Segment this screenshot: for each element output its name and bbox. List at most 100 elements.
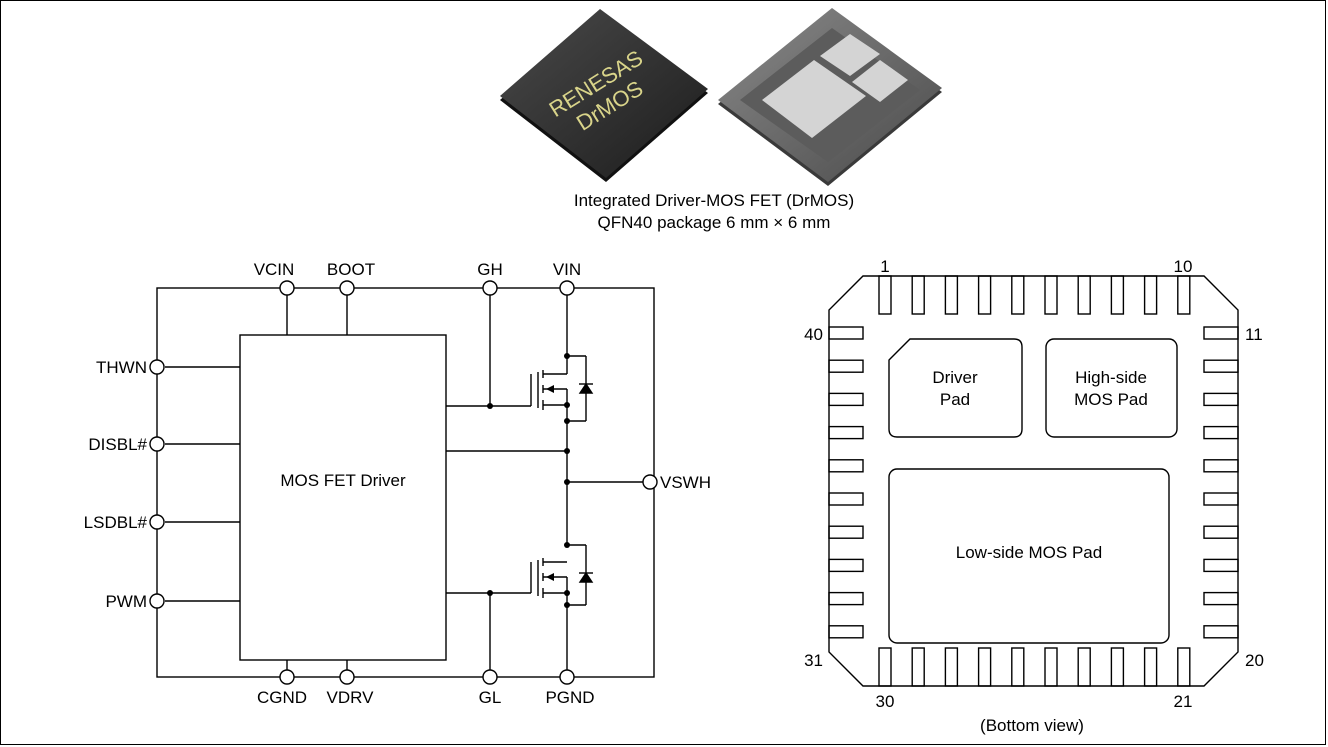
pin-label-vdrv: VDRV	[327, 688, 375, 707]
pad-pin-12	[1203, 359, 1239, 373]
pin-label-vswh: VSWH	[660, 473, 711, 492]
pad-pin-24	[1077, 647, 1091, 687]
chip-photo-low-pad	[762, 60, 866, 138]
pads-left	[828, 326, 864, 639]
pin-label-lsdbl: LSDBL#	[84, 513, 148, 532]
pin-number-1: 1	[880, 257, 889, 276]
pin-number-10: 10	[1174, 257, 1193, 276]
pin-number-40: 40	[804, 325, 823, 344]
pad-pin-14	[1203, 425, 1239, 440]
pad-pin-29	[911, 647, 925, 687]
pin-label-thwn: THWN	[96, 358, 147, 377]
pad-pin-5	[1011, 275, 1025, 315]
pin-vin-terminal	[559, 280, 575, 296]
pad-pin-39	[828, 359, 864, 373]
package-outline	[828, 275, 1239, 687]
pad-pin-3	[944, 275, 959, 315]
pad-pin-26	[1011, 647, 1025, 687]
pin-vcin-terminal	[279, 280, 295, 296]
caption-package: QFN40 package 6 mm × 6 mm	[598, 213, 831, 232]
pad-pin-30	[878, 647, 892, 687]
pin-lsdbl-terminal	[149, 514, 165, 530]
high-side-pad-label-1: High-side	[1075, 368, 1147, 387]
pin-label-boot: BOOT	[327, 260, 375, 279]
pad-pin-31	[828, 625, 864, 639]
pin-thwn-terminal	[149, 359, 165, 375]
pad-pin-32	[828, 591, 864, 606]
pin-label-pgnd: PGND	[545, 688, 594, 707]
pad-pin-9	[1143, 275, 1158, 315]
pad-pin-22	[1143, 647, 1158, 687]
pin-label-gh: GH	[477, 260, 503, 279]
chip-photo-high-pad	[852, 60, 908, 102]
chip-top-photo: RENESAS DrMOS	[500, 9, 708, 182]
caption-title: Integrated Driver-MOS FET (DrMOS)	[574, 191, 854, 210]
pad-pin-40	[828, 326, 864, 340]
pin-vswh-terminal	[642, 474, 658, 490]
pin-label-gl: GL	[479, 688, 502, 707]
pin-number-21: 21	[1174, 692, 1193, 711]
pad-pin-20	[1203, 625, 1239, 639]
pin-label-cgnd: CGND	[257, 688, 307, 707]
pad-pin-11	[1203, 326, 1239, 340]
pad-pin-10	[1177, 275, 1191, 315]
pad-pin-15	[1203, 459, 1239, 473]
pin-gh-terminal	[482, 280, 498, 296]
pad-pin-16	[1203, 492, 1239, 506]
chip-photo-driver-pad	[820, 34, 880, 76]
pin-number-30: 30	[876, 692, 895, 711]
high-side-pad-label-2: MOS Pad	[1074, 390, 1148, 409]
bottom-view-label: (Bottom view)	[980, 716, 1084, 735]
pin-number-20: 20	[1245, 651, 1264, 670]
pad-pin-7	[1077, 275, 1091, 315]
pad-pin-27	[977, 647, 992, 687]
pin-cgnd-terminal	[279, 669, 295, 685]
pin-gl-terminal	[482, 669, 498, 685]
pin-label-vin: VIN	[553, 260, 581, 279]
high-side-pad	[1045, 338, 1178, 438]
pads-bottom	[878, 647, 1191, 687]
pin-number-11: 11	[1245, 325, 1263, 344]
pin-boot-terminal	[339, 280, 355, 296]
driver-pad-label-1: Driver	[932, 368, 978, 387]
pin-label-vcin: VCIN	[254, 260, 295, 279]
pin-pwm-terminal	[149, 593, 165, 609]
pad-pin-34	[828, 525, 864, 539]
pad-pin-13	[1203, 392, 1239, 407]
pad-pin-8	[1110, 275, 1125, 315]
pad-pin-17	[1203, 525, 1239, 539]
pin-number-31: 31	[804, 651, 823, 670]
pad-pin-4	[977, 275, 992, 315]
pads-top	[878, 275, 1191, 315]
pin-pgnd-terminal	[559, 669, 575, 685]
driver-pad	[888, 338, 1023, 438]
driver-block	[239, 334, 447, 661]
pad-pin-38	[828, 392, 864, 407]
pad-pin-1	[878, 275, 892, 315]
pad-pin-36	[828, 459, 864, 473]
pad-pin-18	[1203, 558, 1239, 573]
chip-bottom-photo	[718, 8, 942, 186]
driver-pad-label-2: Pad	[940, 390, 970, 409]
pin-label-disbl: DISBL#	[88, 435, 147, 454]
pad-pin-23	[1110, 647, 1125, 687]
low-side-pad-label: Low-side MOS Pad	[956, 543, 1102, 562]
pad-pin-28	[944, 647, 959, 687]
pad-pin-2	[911, 275, 925, 315]
low-side-pad	[888, 468, 1170, 644]
schematic	[149, 280, 658, 685]
pin-vdrv-terminal	[339, 669, 355, 685]
pad-pin-21	[1177, 647, 1191, 687]
driver-block-label: MOS FET Driver	[280, 471, 406, 490]
pad-pin-19	[1203, 591, 1239, 606]
pads-right	[1203, 326, 1239, 639]
pin-label-pwm: PWM	[105, 592, 147, 611]
pin-disbl-terminal	[149, 436, 165, 452]
pad-pin-37	[828, 425, 864, 440]
pad-pin-25	[1044, 647, 1058, 687]
pad-pin-33	[828, 558, 864, 573]
pad-pin-6	[1044, 275, 1058, 315]
pad-pin-35	[828, 492, 864, 506]
